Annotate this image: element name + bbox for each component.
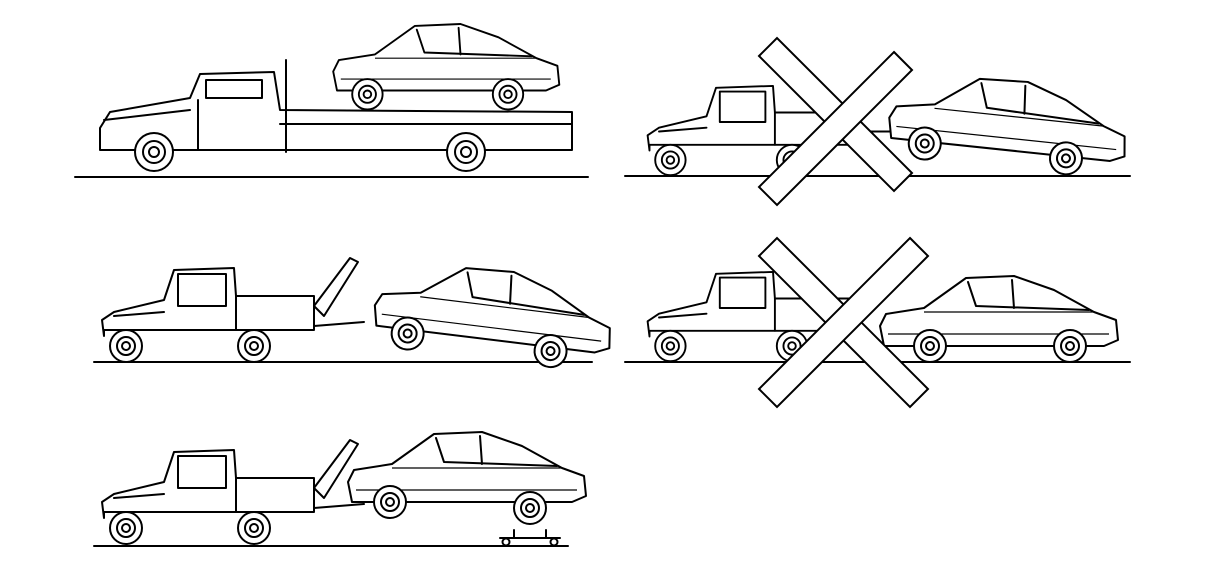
panel-wheel-lift-front	[93, 254, 619, 370]
tow-truck-icon	[99, 59, 573, 172]
panel-wheel-lift-front-dolly	[93, 431, 587, 547]
panel-flat-tow	[624, 236, 1131, 409]
car-icon	[332, 23, 561, 111]
panel-flatbed	[74, 23, 589, 178]
prohibited-x-icon	[757, 36, 914, 207]
car-icon	[886, 66, 1133, 177]
prohibited-x-icon	[757, 236, 930, 409]
tow-dolly-icon	[499, 529, 561, 547]
car-icon	[371, 254, 619, 370]
tow-truck-icon	[101, 257, 365, 363]
car-icon	[879, 275, 1119, 363]
panel-sling-rear-raised	[624, 36, 1133, 207]
car-icon	[347, 431, 587, 525]
tow-truck-icon	[101, 439, 365, 545]
